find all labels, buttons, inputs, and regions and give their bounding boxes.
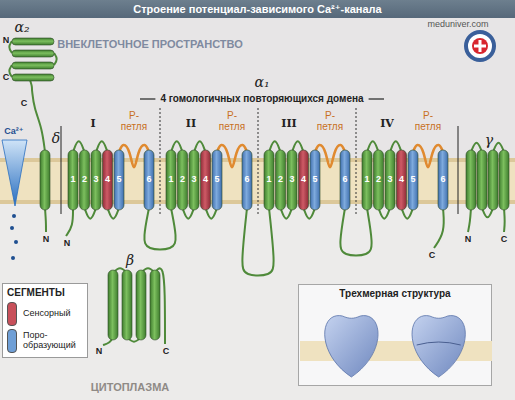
segment-number: 1 [70, 175, 75, 184]
structure-panel: Трехмерная структура [298, 284, 492, 386]
segment-number: 2 [82, 175, 87, 184]
segment-number: 1 [364, 175, 369, 184]
segment-number: 3 [191, 175, 196, 184]
watermark: meduniver.com [427, 20, 488, 29]
structure-illustration [299, 285, 493, 387]
legend-text: Поро-образующий [23, 331, 83, 351]
terminus-label: C [3, 73, 10, 82]
legend-text: Сенсорный [23, 309, 83, 319]
segment-number: 5 [410, 175, 415, 184]
terminus-label: C [501, 235, 508, 244]
terminus-label: N [3, 36, 10, 45]
segment-number: 3 [289, 175, 294, 184]
loop-label: P-петля [413, 111, 443, 132]
segment-number: 6 [342, 175, 347, 184]
terminus-label: N [43, 235, 50, 244]
loop-label: P-петля [315, 111, 345, 132]
segment-number: 2 [376, 175, 381, 184]
site-logo [466, 32, 494, 60]
title-bar: Строение потенциал-зависимого Ca²⁺-канал… [0, 0, 515, 18]
segment-number: 4 [105, 175, 110, 184]
heading-rule [140, 98, 155, 99]
terminus-label: C [21, 99, 28, 108]
segment-number: 1 [266, 175, 271, 184]
domain-number: IV [380, 118, 394, 130]
region-label: ВНЕКЛЕТОЧНОЕ ПРОСТРАНСТВО [57, 39, 243, 51]
legend-entry: Поро-образующий [7, 329, 83, 353]
terminus-label: C [429, 251, 436, 260]
terminus-label: C [163, 347, 170, 356]
loop-label: P-петля [217, 111, 247, 132]
terminus-label: N [465, 235, 472, 244]
segment-number: 4 [399, 175, 404, 184]
segment-number: 4 [301, 175, 306, 184]
legend-swatch [7, 302, 17, 326]
domain-number: I [90, 118, 95, 130]
segment-number: 5 [312, 175, 317, 184]
segment-number: 1 [168, 175, 173, 184]
segment-number: 6 [146, 175, 151, 184]
loop-label: P-петля [119, 111, 149, 132]
domain-number: II [186, 118, 196, 130]
segment-number: 6 [244, 175, 249, 184]
panel-title: Трехмерная структура [299, 285, 491, 299]
subunit-label: α₂ [14, 20, 29, 35]
ion-label: Ca²⁺ [4, 127, 23, 136]
domain-heading: 4 гомологичных повторяющихся домена [160, 94, 363, 105]
subunit-label: α₁ [254, 75, 269, 90]
segment-number: 6 [440, 175, 445, 184]
segment-number: 2 [180, 175, 185, 184]
heading-rule [369, 98, 384, 99]
subunit-label: β [126, 253, 134, 268]
subunit-label: δ [52, 131, 60, 146]
legend-entry: Сенсорный [7, 302, 83, 326]
segment-number: 4 [203, 175, 208, 184]
domain-number: III [281, 118, 296, 130]
segment-number: 2 [278, 175, 283, 184]
region-label: ЦИТОПЛАЗМА [91, 382, 170, 394]
legend-panel: СЕГМЕНТЫ СенсорныйПоро-образующий [2, 283, 88, 358]
terminus-label: N [96, 347, 103, 356]
segment-number: 3 [93, 175, 98, 184]
legend-swatch [7, 329, 17, 353]
segment-number: 5 [214, 175, 219, 184]
subunit-label: γ [485, 133, 493, 148]
terminus-label: N [64, 239, 71, 248]
segment-number: 5 [116, 175, 121, 184]
segment-number: 3 [387, 175, 392, 184]
legend-heading: СЕГМЕНТЫ [7, 287, 83, 298]
